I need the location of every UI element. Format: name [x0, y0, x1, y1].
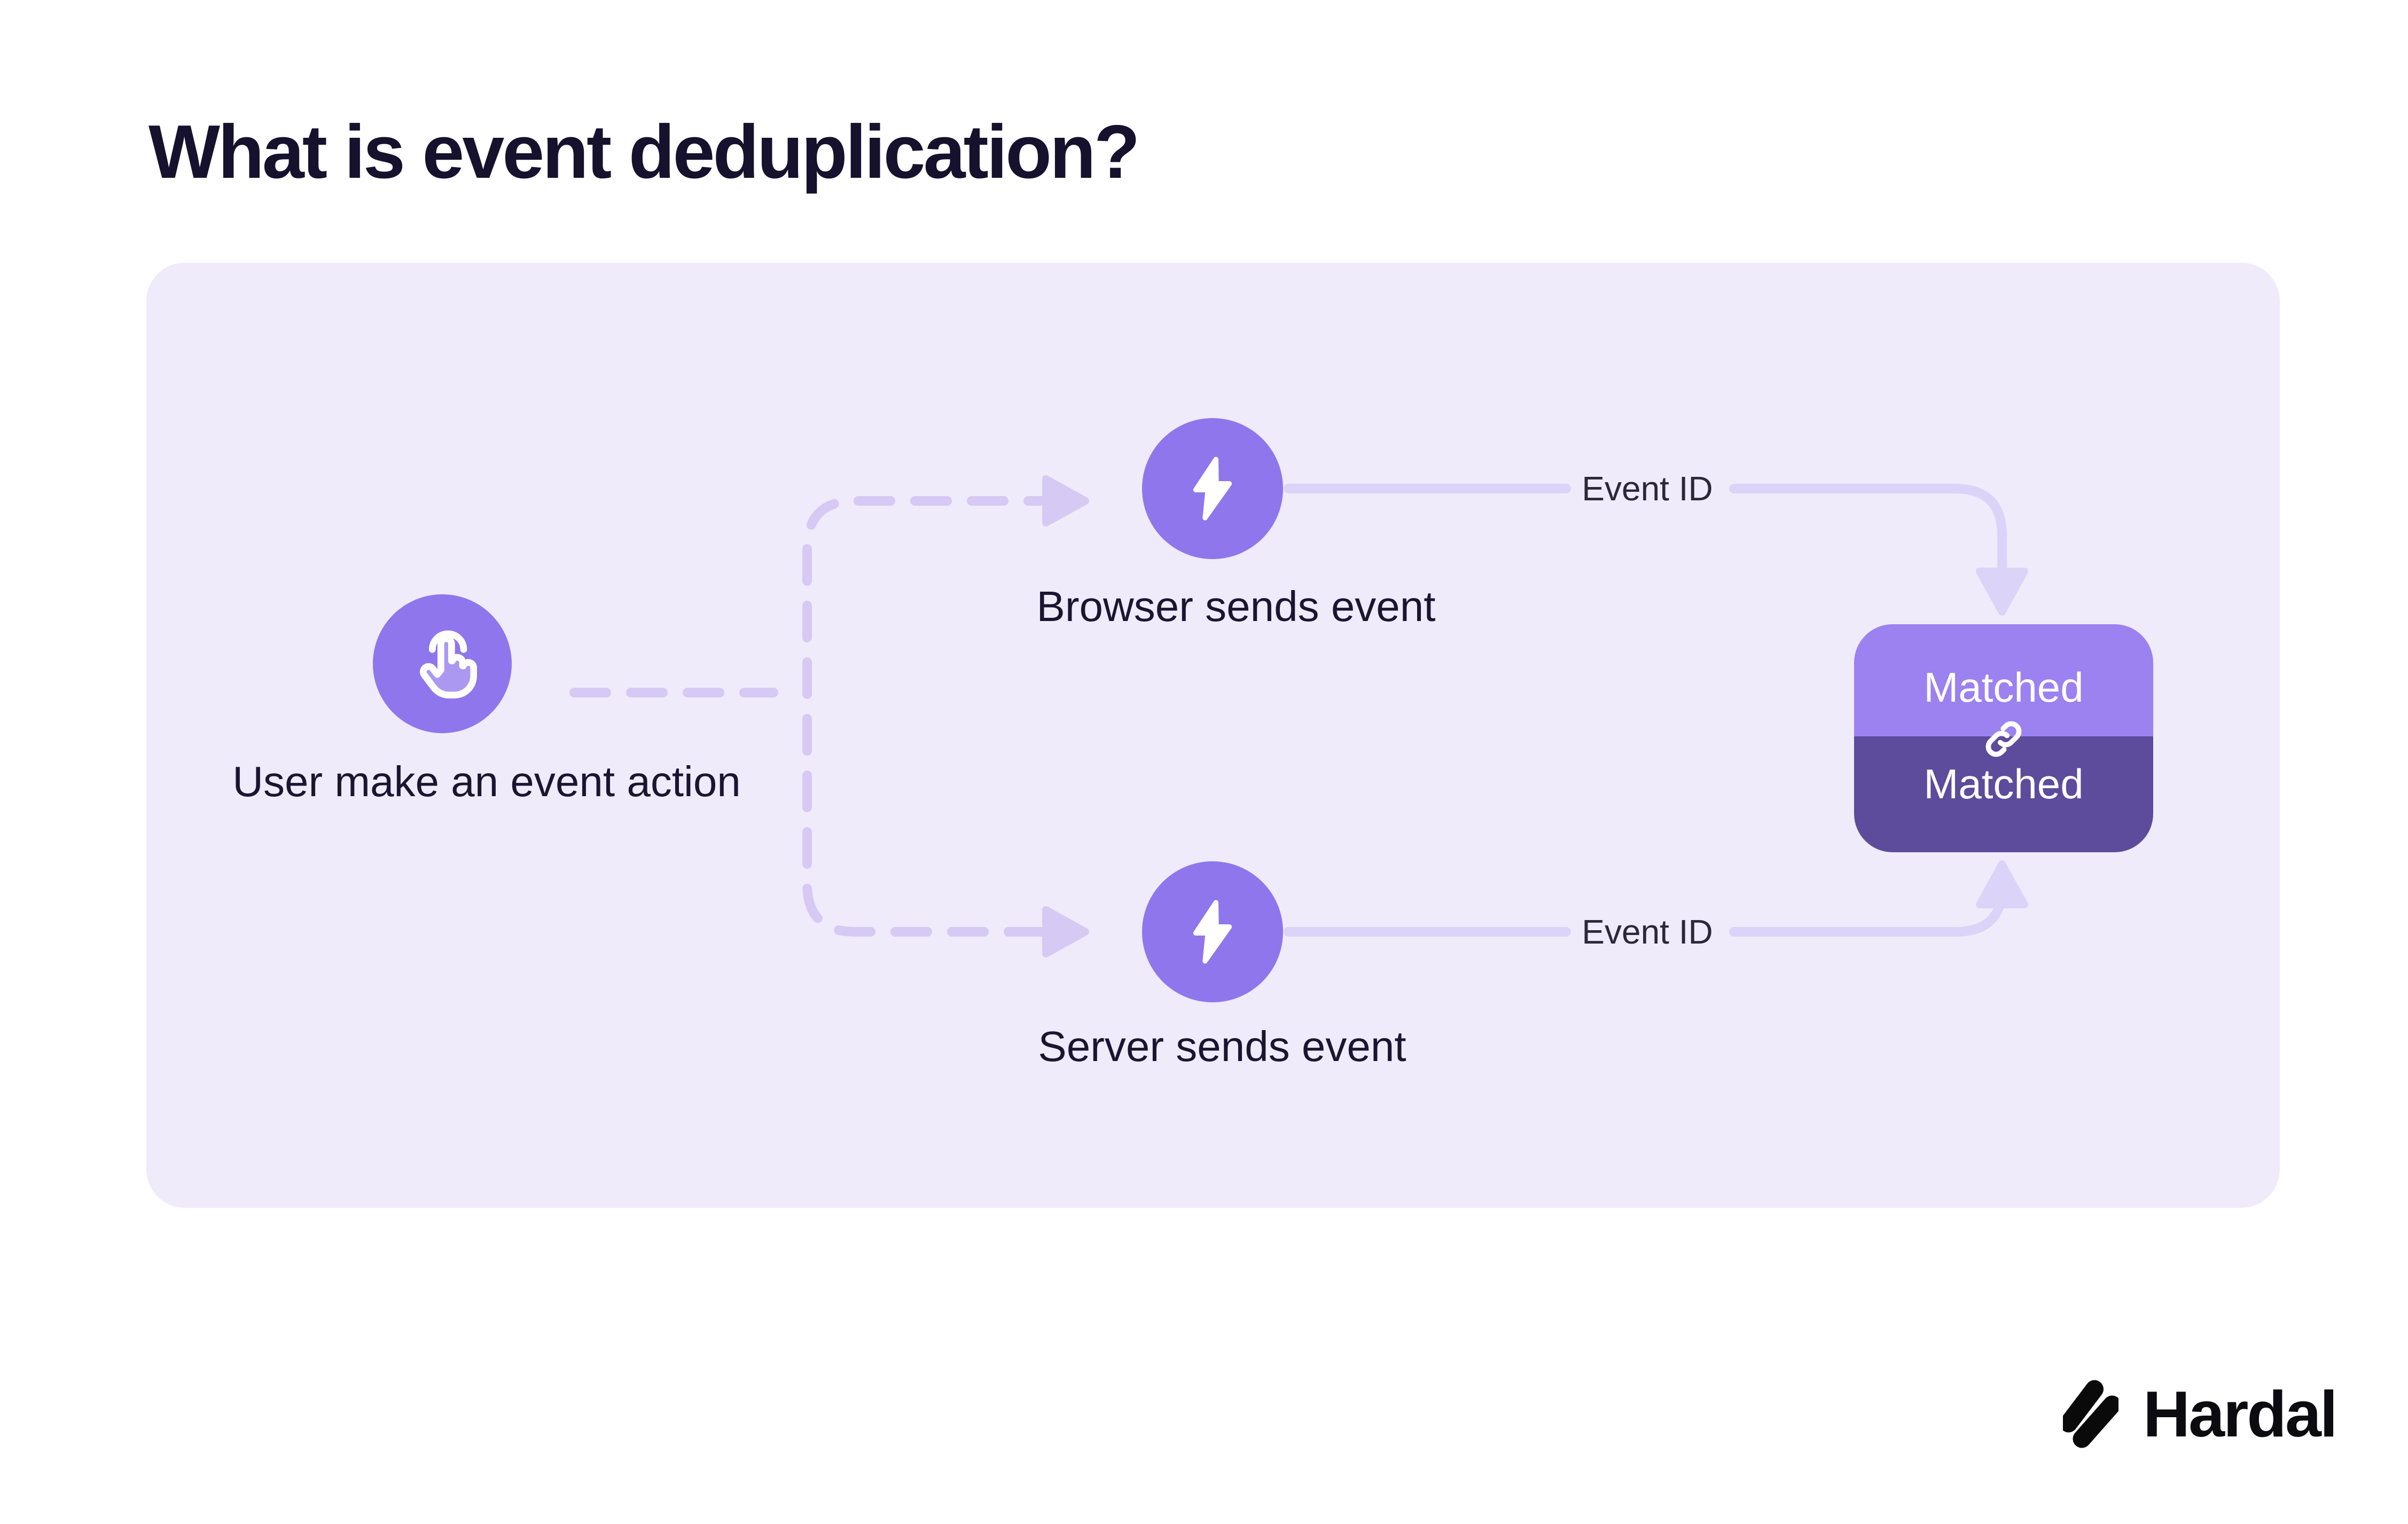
browser-event-label: Browser sends event — [1036, 583, 1436, 630]
dashed-flow-paths — [569, 496, 1065, 937]
brand-footer: Hardal — [2063, 1377, 2338, 1451]
server-event-node — [1142, 861, 1283, 1002]
lightning-icon — [1193, 900, 1232, 964]
solid-event-paths — [1284, 484, 2007, 937]
event-id-label-top: Event ID — [1582, 469, 1713, 508]
server-event-label: Server sends event — [1038, 1023, 1406, 1070]
event-id-label-bottom: Event ID — [1582, 913, 1713, 951]
link-icon — [1985, 721, 2022, 757]
dashed-arrowheads — [1042, 475, 1089, 957]
user-action-node — [373, 594, 512, 733]
lightning-icon — [1193, 457, 1232, 521]
arrow-up-icon — [1976, 860, 2028, 908]
page-title: What is event deduplication? — [148, 109, 1140, 194]
arrow-right-icon — [1042, 906, 1089, 957]
solid-arrowheads — [1976, 568, 2028, 908]
hardal-logo-icon — [2063, 1380, 2118, 1448]
user-action-label: User make an event action — [232, 758, 741, 805]
matched-result-box: Matched Matched — [1854, 624, 2153, 852]
arrow-down-icon — [1976, 568, 2028, 616]
tap-icon — [420, 630, 478, 699]
browser-event-node — [1142, 418, 1283, 559]
matched-top-half: Matched — [1854, 624, 2153, 736]
brand-name: Hardal — [2143, 1378, 2338, 1450]
arrow-right-icon — [1042, 475, 1089, 527]
matched-bottom-half: Matched — [1854, 736, 2153, 852]
